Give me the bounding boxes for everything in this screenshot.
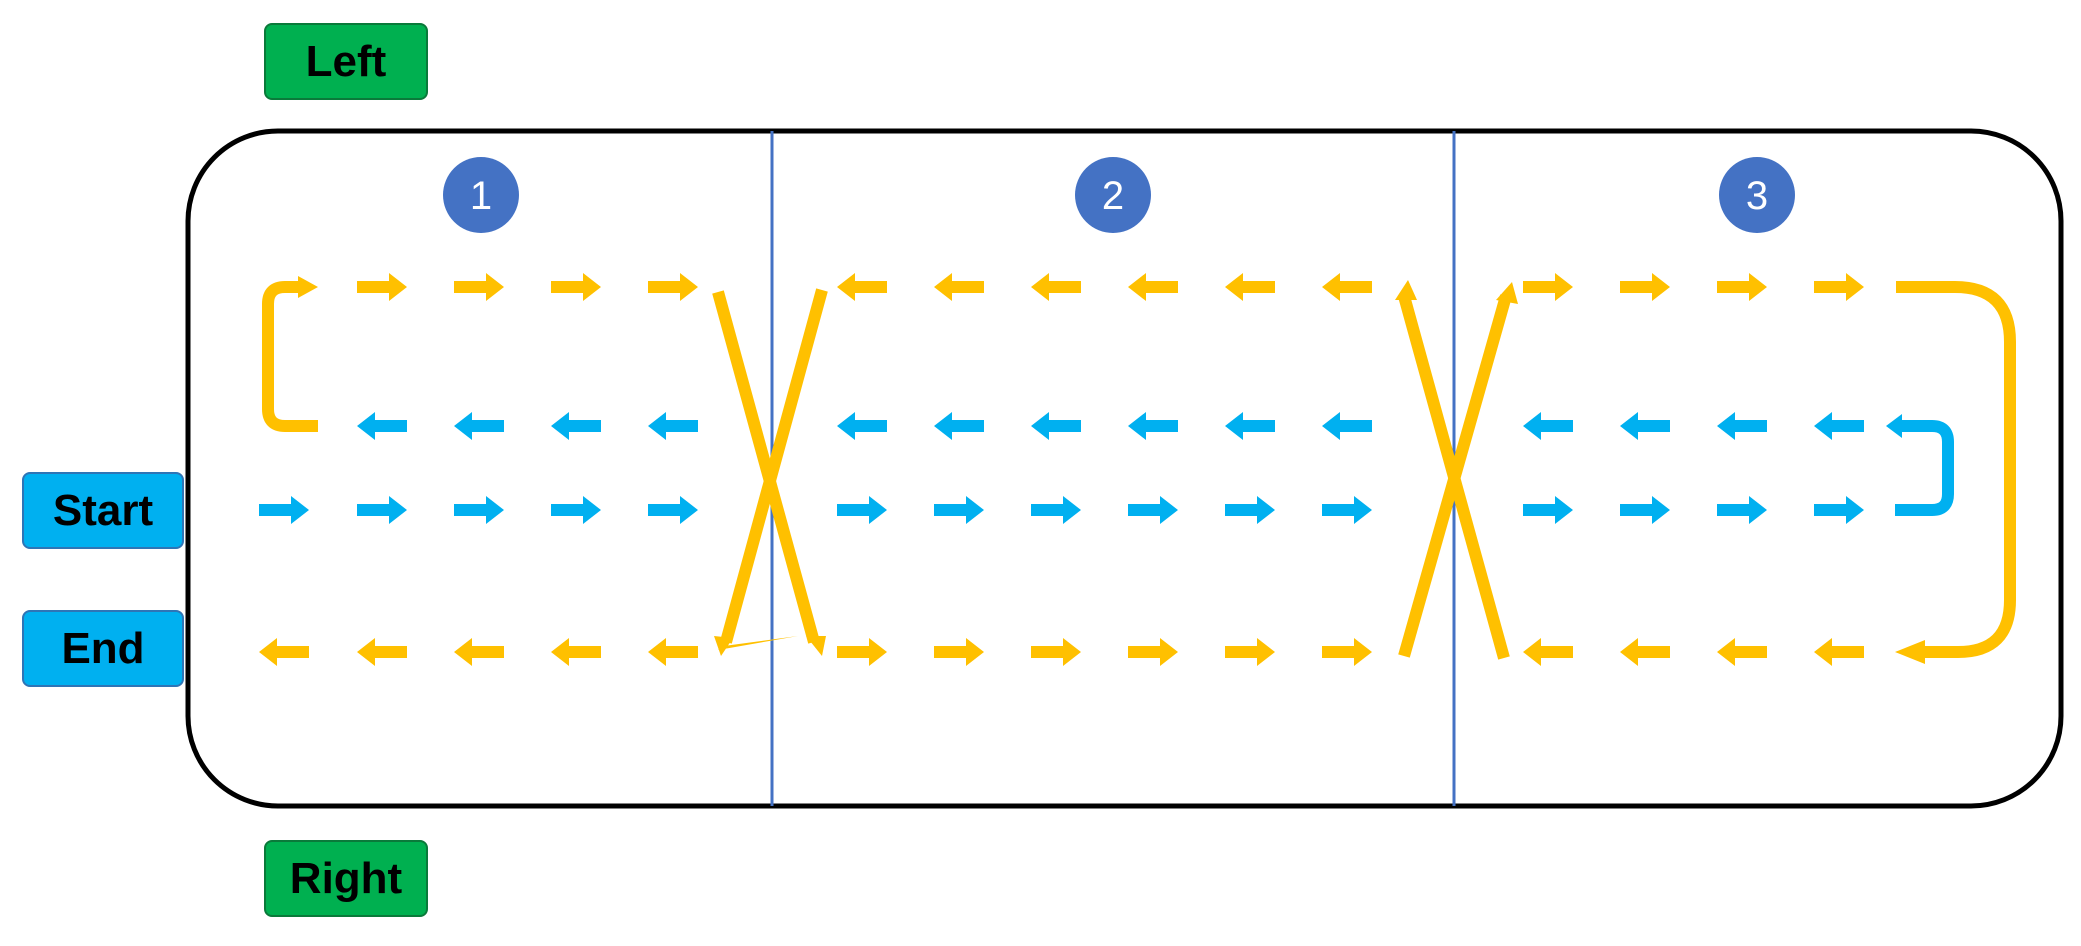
right-arrow-icon [454, 496, 504, 524]
yellow-cross-line [712, 290, 820, 644]
right-arrow-icon [1031, 496, 1081, 524]
right-arrow-icon [1322, 638, 1372, 666]
left-arrow-icon [1031, 273, 1081, 301]
yellow-bracket-left [262, 281, 318, 432]
blue-loop-right [1895, 420, 1954, 516]
left-arrow-icon [1814, 412, 1864, 440]
right-arrow-icon [1717, 273, 1767, 301]
left-arrow-icon [934, 273, 984, 301]
right-arrow-icon [1620, 496, 1670, 524]
right-arrow-icon [1814, 496, 1864, 524]
right-arrow-icon [1814, 273, 1864, 301]
left-arrow-icon [357, 638, 407, 666]
zone-number: 3 [1746, 174, 1768, 218]
yellow-cross-line [720, 288, 828, 644]
right-arrow-icon [1717, 496, 1767, 524]
right-arrow-icon [551, 496, 601, 524]
left-arrow-icon [1225, 273, 1275, 301]
zone-number: 2 [1102, 174, 1124, 218]
end-label: End [22, 610, 184, 687]
right-arrow-icon [837, 496, 887, 524]
zone-badge-2: 2 [1075, 157, 1151, 233]
yellow-arrowhead [714, 636, 733, 656]
left-arrow-icon [648, 412, 698, 440]
left-arrow-icon [648, 638, 698, 666]
right-arrow-icon [934, 638, 984, 666]
yellow-loop-right [1896, 281, 2016, 658]
field-border [185, 128, 2064, 809]
right-arrow-icon [1322, 496, 1372, 524]
right-arrow-icon [551, 273, 601, 301]
yellow-line-heads [298, 276, 1925, 664]
right-side-label: Right [264, 840, 428, 917]
left-arrow-icon [357, 412, 407, 440]
left-arrow-icon [934, 412, 984, 440]
left-side-label: Left [264, 23, 428, 100]
zone-number: 1 [470, 174, 492, 218]
right-arrow-icon [837, 638, 887, 666]
left-arrow-icon [1225, 412, 1275, 440]
left-arrow-icon [1128, 273, 1178, 301]
left-arrow-icon [1128, 412, 1178, 440]
right-arrow-icon [1620, 273, 1670, 301]
left-arrow-icon [1523, 412, 1573, 440]
yellow-arrowhead [1895, 640, 1925, 664]
left-arrow-icon [551, 412, 601, 440]
yellow-arrowhead [1496, 282, 1518, 304]
start-label: Start [22, 472, 184, 549]
right-arrow-icon [1523, 496, 1573, 524]
yellow-arrowhead [806, 636, 826, 656]
left-arrow-icon [1322, 273, 1372, 301]
right-arrow-icon [357, 273, 407, 301]
left-arrow-icon [1322, 412, 1372, 440]
blue-arrowhead [1886, 414, 1902, 438]
left-arrow-icon [1031, 412, 1081, 440]
left-arrow-icon [1717, 412, 1767, 440]
zone-badge-3: 3 [1719, 157, 1795, 233]
right-arrow-icon [357, 496, 407, 524]
left-arrow-icon [1620, 412, 1670, 440]
right-arrow-icon [1031, 638, 1081, 666]
left-arrow-icon [837, 273, 887, 301]
left-arrow-icon [454, 412, 504, 440]
yellow-cross-line [1398, 294, 1512, 658]
left-arrow-icon [1523, 638, 1573, 666]
yellow-arrowhead [1395, 280, 1417, 300]
left-arrow-icon [1717, 638, 1767, 666]
blue-path-arrows [259, 412, 1864, 524]
left-arrow-icon [259, 638, 309, 666]
zone-badge-1: 1 [443, 157, 519, 233]
right-arrow-icon [648, 273, 698, 301]
left-arrow-icon [837, 412, 887, 440]
right-arrow-icon [259, 496, 309, 524]
right-arrow-icon [648, 496, 698, 524]
right-arrow-icon [1225, 496, 1275, 524]
right-arrow-icon [934, 496, 984, 524]
yellow-path-arrows [259, 273, 1864, 666]
right-arrow-icon [454, 273, 504, 301]
yellow-arrowhead [298, 276, 318, 298]
right-arrow-icon [1225, 638, 1275, 666]
left-arrow-icon [551, 638, 601, 666]
left-arrow-icon [1620, 638, 1670, 666]
right-arrow-icon [1523, 273, 1573, 301]
right-arrow-icon [1128, 496, 1178, 524]
left-arrow-icon [1814, 638, 1864, 666]
yellow-path-lines [262, 281, 2016, 660]
left-arrow-icon [454, 638, 504, 666]
right-arrow-icon [1128, 638, 1178, 666]
